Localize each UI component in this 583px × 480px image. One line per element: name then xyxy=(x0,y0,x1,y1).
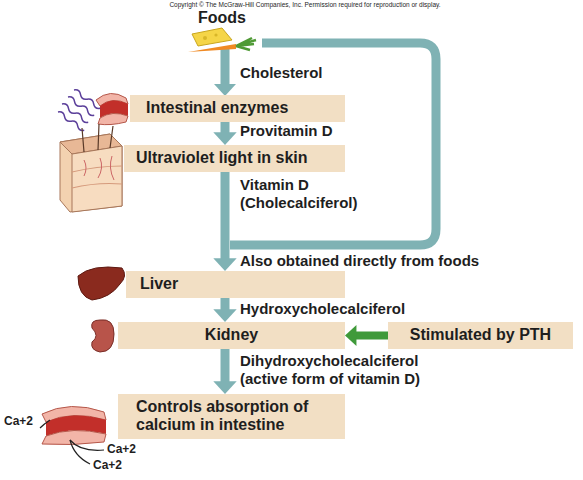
kidney-icon xyxy=(92,320,114,352)
calcium-arrows xyxy=(40,420,104,464)
uv-rays xyxy=(57,88,102,132)
flow-arrow xyxy=(345,325,388,346)
box-text: Controls absorption of calcium in intest… xyxy=(136,398,327,435)
food-loop-arrow xyxy=(230,43,436,245)
flow-arrow xyxy=(213,122,236,145)
box-text: Intestinal enzymes xyxy=(146,99,329,117)
cholesterol-shaft xyxy=(221,48,230,86)
process-box: Ultraviolet light in skin xyxy=(124,145,345,172)
flow-arrow xyxy=(213,298,236,322)
note-label: Also obtained directly from foods xyxy=(240,252,479,270)
organ-box: Kidney xyxy=(118,322,345,349)
organ-box: Liver xyxy=(126,271,345,298)
edge-label: Dihydroxycholecalciferol (active form of… xyxy=(240,352,445,388)
substance-label: Cholesterol xyxy=(240,64,323,82)
foods-icon xyxy=(188,28,256,52)
flow-arrow xyxy=(213,172,236,271)
box-text: Stimulated by PTH xyxy=(396,326,565,344)
intestine-icon xyxy=(96,93,128,124)
flow-arrow xyxy=(213,349,236,394)
skin-icon xyxy=(60,124,122,212)
ion-label: Ca+2 xyxy=(107,442,136,456)
hormone-box: Stimulated by PTH xyxy=(388,322,573,349)
edge-label: Vitamin D (Cholecalciferol) xyxy=(240,176,390,212)
box-text: Ultraviolet light in skin xyxy=(136,149,333,167)
edge-label: Hydroxycholecalciferol xyxy=(240,300,480,318)
edge-label: Provitamin D xyxy=(240,122,440,140)
liver-icon xyxy=(78,267,125,300)
ion-label: Ca+2 xyxy=(4,414,33,428)
intestine-icon xyxy=(42,406,106,444)
process-box: Intestinal enzymes xyxy=(130,95,345,122)
box-text: Kidney xyxy=(132,326,331,344)
box-text: Liver xyxy=(140,275,331,293)
ion-label: Ca+2 xyxy=(93,458,122,472)
copyright-notice: Copyright © The McGraw-Hill Companies, I… xyxy=(140,1,470,9)
foods-title: Foods xyxy=(198,8,246,27)
effect-box: Controls absorption of calcium in intest… xyxy=(118,394,345,439)
